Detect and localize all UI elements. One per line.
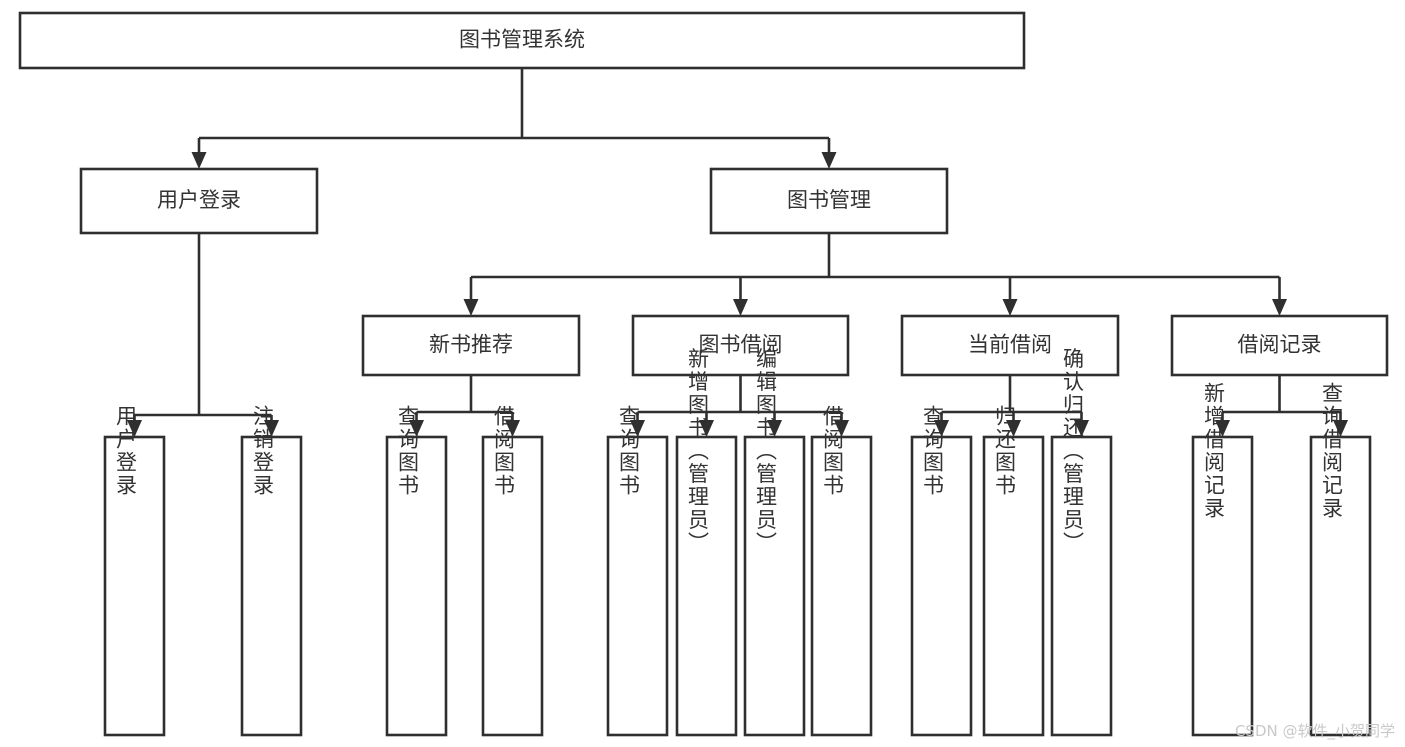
arrow-head-icon bbox=[1074, 420, 1089, 437]
arrow-head-icon bbox=[733, 299, 748, 316]
arrow-head-icon bbox=[1002, 299, 1018, 316]
node-label: 编辑图书（管理员） bbox=[754, 348, 778, 555]
node-label: 新书推荐 bbox=[429, 333, 513, 357]
arrow-head-icon bbox=[1006, 420, 1021, 437]
node-box bbox=[103, 435, 166, 737]
node-box bbox=[982, 435, 1045, 737]
leaf-node-leaf-borrow-book-1[interactable]: 借阅图书 bbox=[481, 405, 544, 737]
leaf-node-leaf-borrow-book-2[interactable]: 借阅图书 bbox=[810, 405, 873, 737]
arrow-head-icon bbox=[934, 420, 949, 437]
node-box bbox=[606, 435, 669, 737]
level3-node-borrow-record[interactable]: 借阅记录 bbox=[1170, 314, 1389, 377]
node-label: 借阅记录 bbox=[1238, 333, 1322, 357]
arrow-head-icon bbox=[767, 420, 782, 437]
node-box bbox=[79, 167, 319, 235]
node-box bbox=[810, 435, 873, 737]
arrow-head-icon bbox=[1272, 299, 1287, 316]
leaf-node-leaf-edit-book[interactable]: 编辑图书（管理员） bbox=[743, 348, 806, 737]
node-label: 确认归还（管理员） bbox=[1061, 348, 1085, 555]
leaf-node-leaf-add-book[interactable]: 新增图书（管理员） bbox=[675, 348, 738, 737]
arrow-head-icon bbox=[409, 420, 424, 437]
arrow-head-icon bbox=[505, 420, 520, 437]
arrow-head-icon bbox=[1215, 420, 1230, 437]
arrow-head-icon bbox=[821, 152, 837, 169]
leaf-node-leaf-user-login[interactable]: 用户登录 bbox=[103, 405, 166, 737]
node-box bbox=[481, 435, 544, 737]
node-label: 用户登录 bbox=[157, 188, 241, 212]
node-box bbox=[18, 11, 1026, 70]
leaf-node-leaf-query-book-1[interactable]: 查询图书 bbox=[385, 405, 448, 737]
node-box bbox=[910, 435, 973, 737]
node-label: 图书借阅 bbox=[699, 333, 783, 357]
level3-node-new-book-recommend[interactable]: 新书推荐 bbox=[361, 314, 581, 377]
node-label: 当前借阅 bbox=[968, 333, 1052, 357]
leaf-node-leaf-logout[interactable]: 注销登录 bbox=[240, 405, 303, 737]
level3-node-current-borrow[interactable]: 当前借阅 bbox=[900, 314, 1120, 377]
root-node-root[interactable]: 图书管理系统 bbox=[18, 11, 1026, 70]
node-box bbox=[1309, 435, 1372, 737]
node-box bbox=[743, 435, 806, 737]
level2-node-user-login[interactable]: 用户登录 bbox=[79, 167, 319, 235]
node-box bbox=[1170, 314, 1389, 377]
arrow-head-icon bbox=[630, 420, 645, 437]
leaf-node-leaf-query-book-2[interactable]: 查询图书 bbox=[606, 405, 669, 737]
leaf-node-leaf-query-record[interactable]: 查询借阅记录 bbox=[1309, 382, 1372, 737]
node-label: 图书管理 bbox=[787, 188, 871, 212]
node-label: 图书管理系统 bbox=[459, 28, 585, 52]
leaf-node-leaf-return-book[interactable]: 归还图书 bbox=[982, 405, 1045, 737]
arrow-head-icon bbox=[699, 420, 714, 437]
node-box bbox=[675, 435, 738, 737]
node-label: 查询借阅记录 bbox=[1320, 382, 1344, 520]
arrow-head-icon bbox=[264, 420, 279, 437]
node-label: 新增借阅记录 bbox=[1202, 382, 1226, 520]
arrow-head-icon bbox=[191, 152, 207, 169]
leaf-node-leaf-add-record[interactable]: 新增借阅记录 bbox=[1191, 382, 1254, 737]
level3-node-book-borrow[interactable]: 图书借阅 bbox=[631, 314, 850, 377]
level2-node-book-manage[interactable]: 图书管理 bbox=[709, 167, 949, 235]
arrow-head-icon bbox=[1333, 420, 1348, 437]
node-label: 新增图书（管理员） bbox=[686, 348, 710, 555]
watermark-text: CSDN @软件_小贺同学 bbox=[1234, 722, 1395, 740]
leaf-node-leaf-confirm-return[interactable]: 确认归还（管理员） bbox=[1050, 348, 1113, 737]
arrow-head-icon bbox=[834, 420, 849, 437]
node-box bbox=[385, 435, 448, 737]
arrow-head-icon bbox=[463, 299, 479, 316]
arrow-head-icon bbox=[127, 420, 142, 437]
leaf-node-leaf-query-book-3[interactable]: 查询图书 bbox=[910, 405, 973, 737]
node-box bbox=[361, 314, 581, 377]
